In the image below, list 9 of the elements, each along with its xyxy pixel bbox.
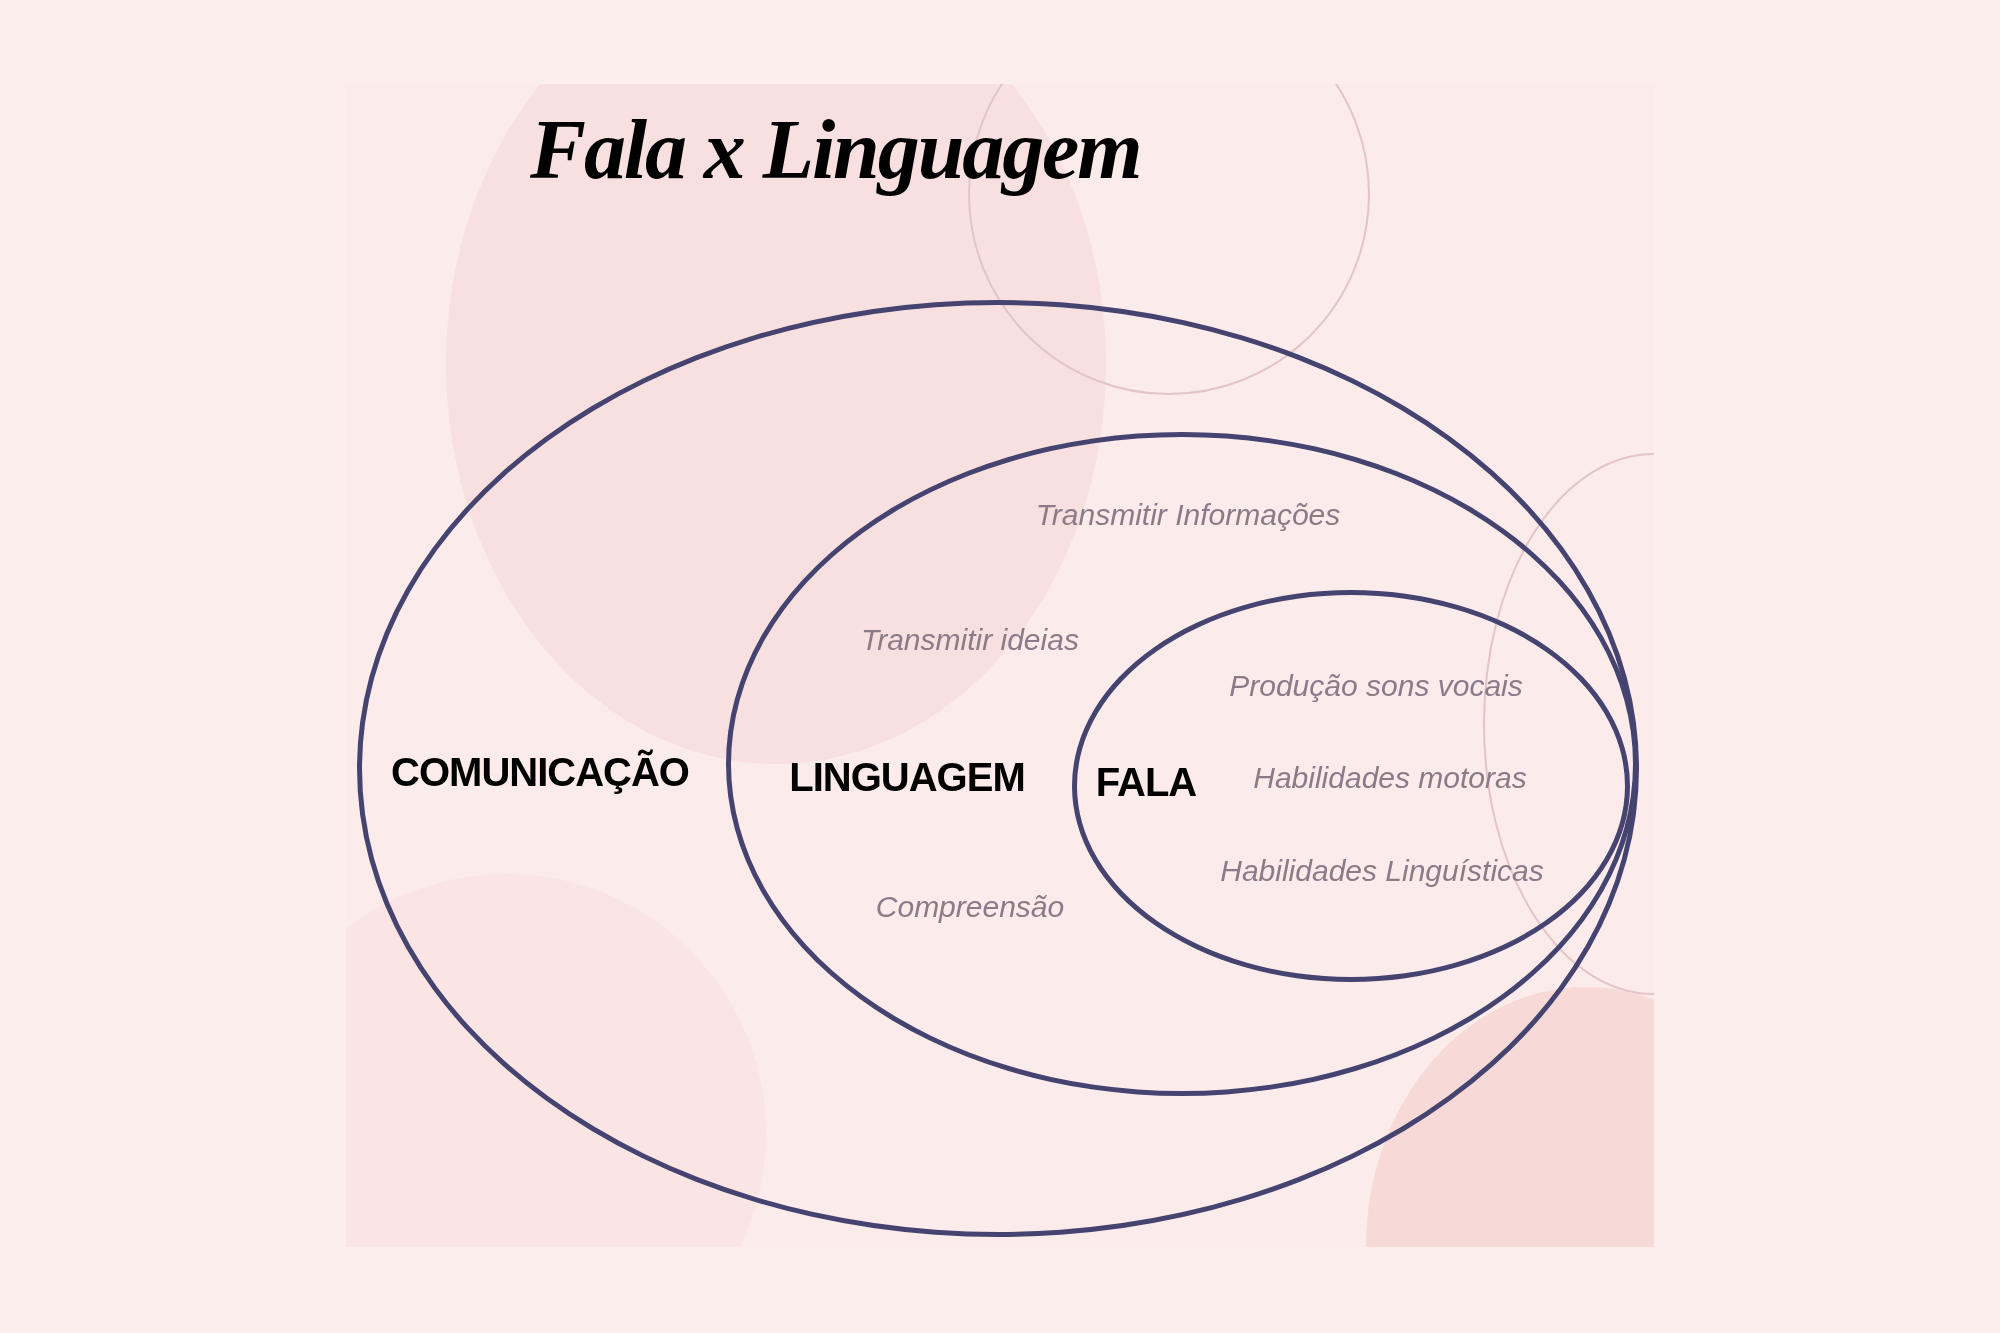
ellipse xyxy=(357,300,1639,1237)
ellipse-item: Transmitir Informações xyxy=(1035,500,1341,530)
ellipse-item: Compreensão xyxy=(875,892,1065,922)
ellipse-item: Transmitir ideias xyxy=(861,625,1079,655)
ellipse-heading: FALA xyxy=(1095,762,1197,802)
ellipse-item: Habilidades Linguísticas xyxy=(1220,856,1544,886)
ellipse-item: Produção sons vocais xyxy=(1229,671,1523,701)
ellipse-item: Habilidades motoras xyxy=(1253,763,1527,793)
ellipse-heading: LINGUAGEM xyxy=(789,757,1025,797)
